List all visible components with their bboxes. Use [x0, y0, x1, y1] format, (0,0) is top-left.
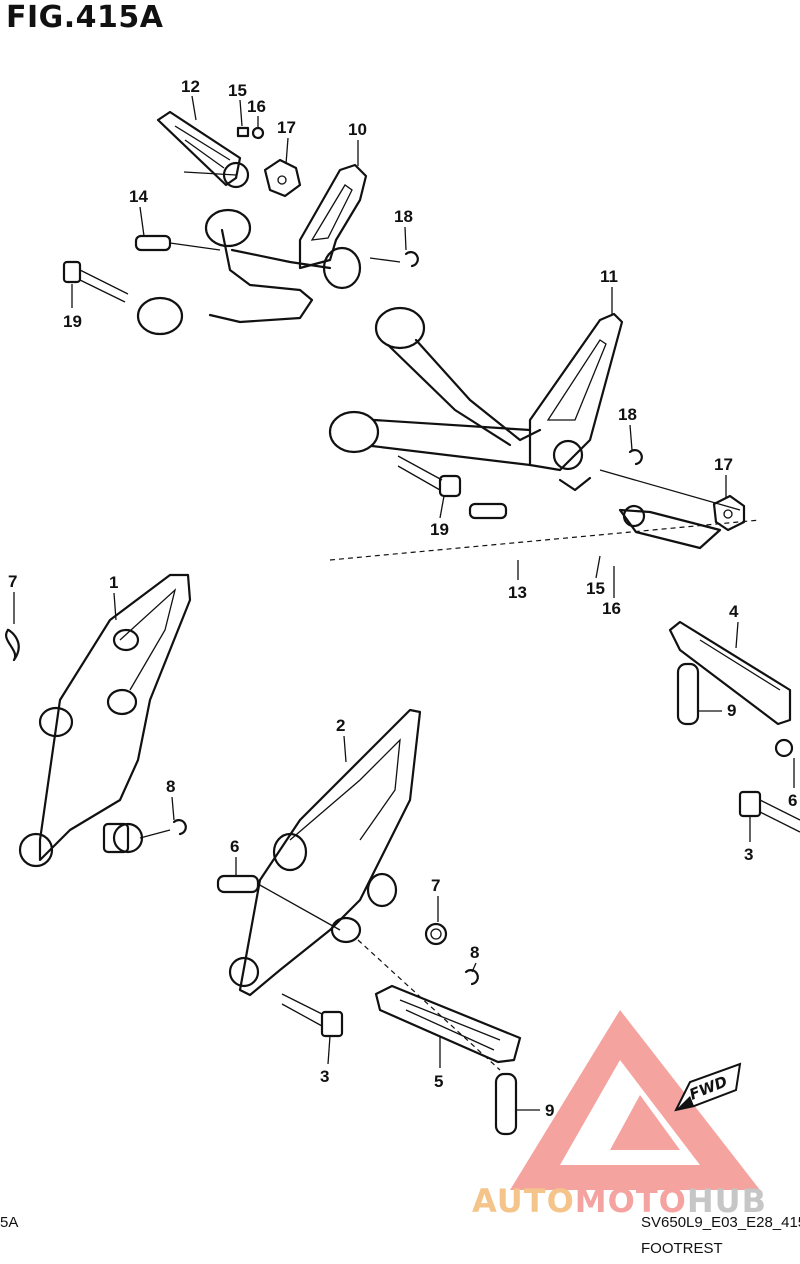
- callout-1: 1: [109, 573, 118, 592]
- callout-16: 16: [602, 599, 621, 618]
- callout-6: 6: [230, 837, 239, 856]
- footer-model-code: SV650L9_E03_E28_415: [641, 1214, 800, 1231]
- brand-part-2: MOTO: [574, 1182, 687, 1220]
- callout-8: 8: [470, 943, 479, 962]
- fwd-arrow-icon: FWD: [674, 1062, 742, 1112]
- callout-7: 7: [431, 876, 440, 895]
- footer-section-name: FOOTREST: [641, 1240, 723, 1257]
- callout-19: 19: [63, 312, 82, 331]
- callout-18: 18: [394, 207, 413, 226]
- callout-4: 4: [729, 602, 739, 621]
- callout-7: 7: [8, 572, 17, 591]
- callout-10: 10: [348, 120, 367, 139]
- rear-footrest-bracket-left: [62, 110, 419, 336]
- callout-14: 14: [129, 187, 148, 206]
- figure-title: FIG.415A: [6, 0, 164, 35]
- footer-figure-ref: 5A: [0, 1214, 19, 1231]
- watermark-brand: AUTOMOTOHUB: [472, 1182, 767, 1220]
- callout-6: 6: [788, 791, 797, 810]
- callout-11: 11: [600, 267, 618, 286]
- callout-12: 12: [181, 77, 200, 96]
- callout-labels: 12 15 16 17 10 14 18 19 11 18 17 19 13 1…: [8, 77, 797, 1120]
- front-footrest-bracket-left: [5, 573, 192, 868]
- rear-footrest-bracket-right: [328, 306, 761, 561]
- callout-17: 17: [277, 118, 296, 137]
- callout-9: 9: [545, 1101, 554, 1120]
- callout-5: 5: [434, 1072, 443, 1091]
- callout-17: 17: [714, 455, 733, 474]
- front-footrest-right-partial: [668, 620, 800, 833]
- callout-16: 16: [247, 97, 266, 116]
- callout-15: 15: [228, 81, 247, 100]
- callout-15: 15: [586, 579, 605, 598]
- front-footrest-bracket-right: [216, 708, 522, 1136]
- brand-part-1: AUTO: [472, 1182, 575, 1220]
- callout-18: 18: [618, 405, 637, 424]
- watermark-triangle-logo: [510, 1010, 760, 1190]
- callout-3: 3: [320, 1067, 329, 1086]
- callout-8: 8: [166, 777, 175, 796]
- callout-9: 9: [727, 701, 736, 720]
- callout-13: 13: [508, 583, 527, 602]
- callout-19: 19: [430, 520, 449, 539]
- callout-2: 2: [336, 716, 345, 735]
- callout-3: 3: [744, 845, 753, 864]
- brand-part-3: HUB: [686, 1182, 768, 1220]
